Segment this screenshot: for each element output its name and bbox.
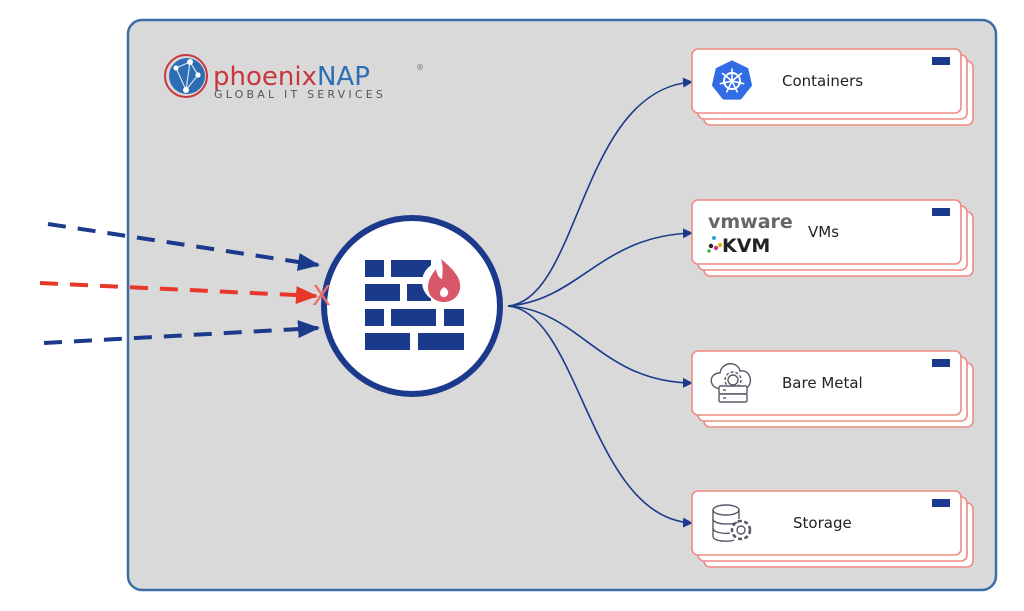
connections xyxy=(507,77,693,528)
card-label: VMs xyxy=(808,223,839,241)
connection-vms xyxy=(507,228,693,307)
kubernetes-icon xyxy=(712,60,752,100)
card-front xyxy=(691,199,962,265)
phoenixnap-logo: phoenixNAP ® GLOBAL IT SERVICES xyxy=(164,54,424,101)
card-front xyxy=(691,350,962,416)
card-tab-indicator xyxy=(932,208,950,216)
target-card-storage[interactable]: Storage xyxy=(691,490,974,568)
firewall-node: X xyxy=(312,215,503,397)
incoming-allowed-arrow-bottom xyxy=(43,320,320,345)
network-panel xyxy=(126,18,998,592)
incoming-blocked-arrow xyxy=(39,281,318,305)
kvm-penguins-icon xyxy=(707,236,722,253)
kvm-logo-text: KVM xyxy=(722,235,770,257)
logo-tagline: GLOBAL IT SERVICES xyxy=(214,88,386,101)
card-label: Bare Metal xyxy=(782,374,863,392)
svg-text:phoenixNAP: phoenixNAP xyxy=(213,62,370,92)
card-tab-indicator xyxy=(932,57,950,65)
blocked-marker: X xyxy=(312,279,331,312)
card-tab-indicator xyxy=(932,499,950,507)
database-gear-icon xyxy=(712,504,752,542)
target-card-bare-metal[interactable]: Bare Metal xyxy=(691,350,974,428)
card-tab-indicator xyxy=(932,359,950,367)
logo-brand-part2: NAP xyxy=(317,62,370,92)
connection-bare-metal xyxy=(507,305,693,388)
globe-network-icon xyxy=(164,54,208,98)
incoming-traffic xyxy=(39,222,320,345)
cloud-server-icon xyxy=(710,363,751,403)
incoming-allowed-arrow-top xyxy=(47,222,320,271)
logo-registered-mark: ® xyxy=(416,63,424,72)
logo-brand-part1: phoenix xyxy=(213,62,317,92)
firewall-icon xyxy=(365,260,464,350)
connection-storage xyxy=(507,305,693,528)
card-front xyxy=(691,48,962,114)
vmware-logo-text: vmware xyxy=(708,211,793,233)
card-front xyxy=(691,490,962,556)
flame-icon xyxy=(428,259,461,302)
connection-containers xyxy=(507,77,693,307)
target-card-containers[interactable]: Containers xyxy=(691,48,974,126)
card-label: Storage xyxy=(793,514,852,532)
card-label: Containers xyxy=(782,72,863,90)
